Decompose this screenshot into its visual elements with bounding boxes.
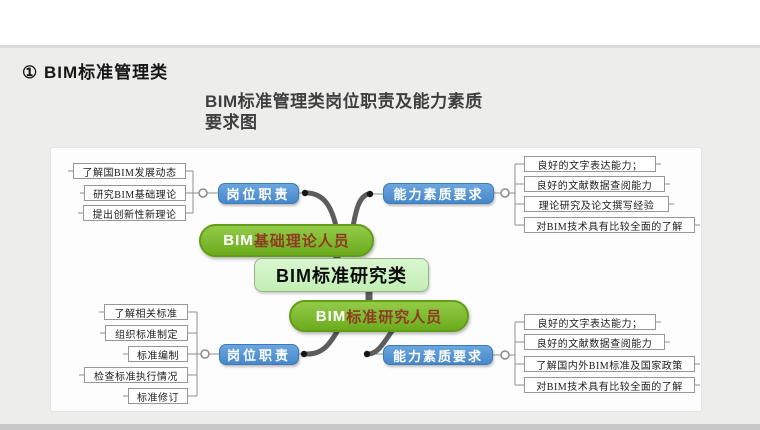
pill-basic-theory-staff: BIM 基础理论人员 [199,224,374,257]
duty-node-bottom: 岗位职责 [219,344,299,365]
leaf-node: 了解国内外BIM标准及国家政策 [524,356,695,372]
leaf-node: 标准修订 [128,388,188,404]
leaf-node: 标准编制 [128,346,188,362]
ability-node-top: 能力素质要求 [383,183,494,204]
leaf-node: 良好的文献数据查阅能力 [524,334,665,350]
duty-node-top: 岗位职责 [218,183,299,204]
diagram-title: BIM标准管理类岗位职责及能力素质 要求图 [205,91,585,133]
leaf-node: 提出创新性新理论 [83,205,186,221]
top-whitespace-bar [0,0,760,48]
ability-node-bottom: 能力素质要求 [383,345,493,365]
leaf-node: 理论研究及论文撰写经验 [524,196,669,212]
slide-area: ① BIM标准管理类 BIM标准管理类岗位职责及能力素质 要求图 [0,48,760,424]
leaf-node: 检查标准执行情况 [84,367,188,383]
root-node: BIM标准研究类 [254,258,429,292]
leaf-node: 了解国BIM发展动态 [73,163,186,179]
leaf-node: 良好的文字表达能力； [524,314,656,330]
diagram-title-line2: 要求图 [205,113,258,132]
pill-standard-research-staff: BIM 标准研究人员 [289,300,469,332]
leaf-node: 对BIM技术具有比较全面的了解 [524,217,695,233]
leaf-node: 对BIM技术具有比较全面的了解 [524,377,695,393]
leaf-node: 组织标准制定 [105,325,188,341]
leaf-node: 了解相关标准 [104,304,188,320]
pill-prefix: BIM [223,232,254,249]
leaf-node: 良好的文献数据查阅能力 [524,176,665,192]
diagram-panel: 了解国BIM发展动态 研究BIM基础理论 提出创新性新理论 岗位职责 能力素质要… [50,147,702,412]
pill-prefix: BIM [315,307,347,325]
page-title: ① BIM标准管理类 [22,63,169,82]
pill-suffix: 标准研究人员 [346,309,443,326]
leaf-node: 研究BIM基础理论 [84,185,186,201]
diagram-title-line1: BIM标准管理类岗位职责及能力素质 [205,92,483,111]
leaf-node: 良好的文字表达能力； [524,156,656,172]
pill-suffix: 基础理论人员 [253,234,350,250]
